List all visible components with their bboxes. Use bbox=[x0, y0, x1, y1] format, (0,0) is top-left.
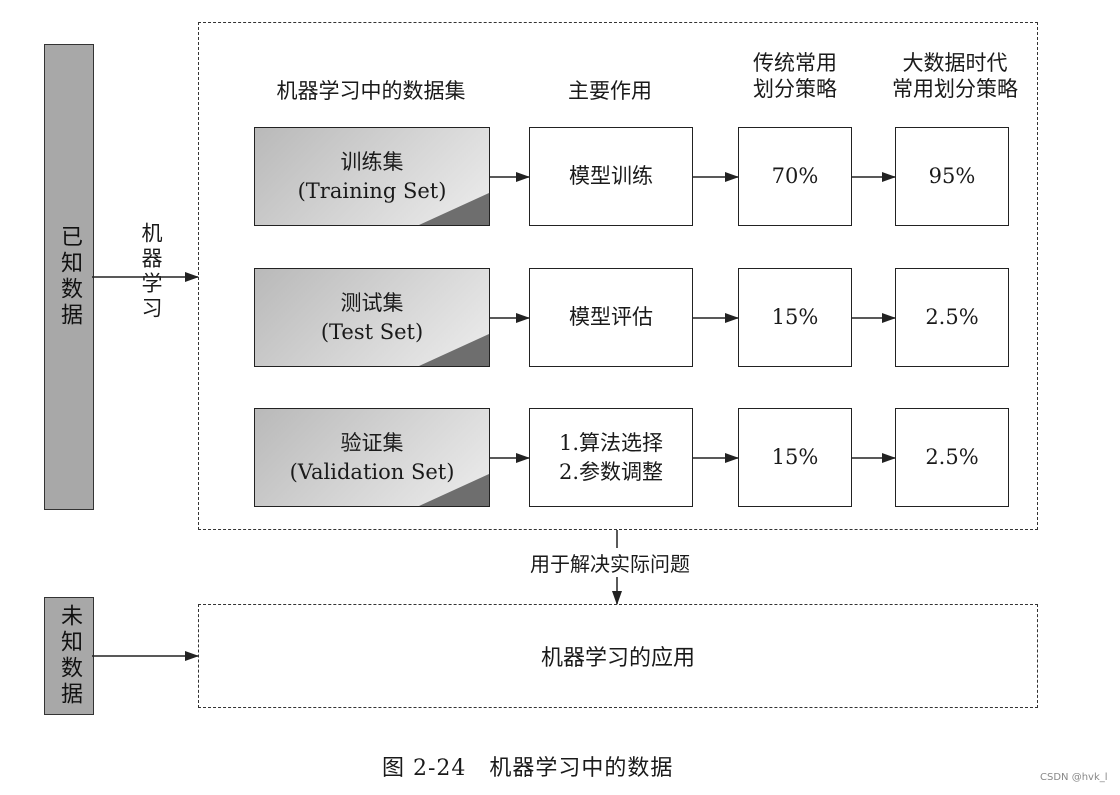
role-box-training: 模型训练 bbox=[529, 127, 693, 226]
role-line1: 1.算法选择 bbox=[558, 431, 664, 456]
corner-shade bbox=[419, 334, 489, 366]
figure-caption: 图 2-24 机器学习中的数据 bbox=[382, 756, 674, 781]
dataset-name-en: (Validation Set) bbox=[289, 459, 455, 484]
traditional-value: 15% bbox=[771, 445, 819, 470]
traditional-value: 70% bbox=[771, 164, 819, 189]
role-box-validation: 1.算法选择 2.参数调整 bbox=[529, 408, 693, 507]
dataset-name: 测试集 bbox=[340, 291, 404, 316]
traditional-box-test: 15% bbox=[738, 268, 852, 367]
dataset-name-en: (Test Set) bbox=[320, 319, 424, 344]
dataset-box-test: 测试集 (Test Set) bbox=[254, 268, 490, 367]
header-bigdata: 大数据时代 常用划分策略 bbox=[870, 50, 1040, 103]
header-bigdata-line2: 常用划分策略 bbox=[892, 77, 1018, 102]
header-bigdata-line1: 大数据时代 bbox=[902, 51, 1008, 75]
unknown-data-label: 未知数据 bbox=[57, 604, 82, 708]
bigdata-value: 2.5% bbox=[925, 445, 979, 470]
traditional-box-training: 70% bbox=[738, 127, 852, 226]
role-line1: 模型评估 bbox=[569, 305, 653, 330]
dataset-name: 验证集 bbox=[340, 431, 404, 456]
dataset-name-en: (Training Set) bbox=[297, 178, 447, 203]
application-label: 机器学习的应用 bbox=[540, 646, 695, 671]
bigdata-value: 2.5% bbox=[925, 305, 979, 330]
dataset-box-training: 训练集 (Training Set) bbox=[254, 127, 490, 226]
bigdata-value: 95% bbox=[928, 164, 976, 189]
header-traditional-line1: 传统常用 bbox=[753, 51, 837, 75]
traditional-value: 15% bbox=[771, 305, 819, 330]
known-data-box: 已知数据 bbox=[44, 44, 94, 510]
apply-label: 用于解决实际问题 bbox=[526, 548, 694, 577]
credit-watermark: CSDN @hvk_l bbox=[1040, 772, 1108, 783]
header-datasets: 机器学习中的数据集 bbox=[276, 79, 466, 103]
machine-learning-label: 机器学习 bbox=[139, 222, 163, 322]
dataset-name: 训练集 bbox=[340, 150, 404, 175]
role-line2: 2.参数调整 bbox=[558, 459, 664, 484]
header-role: 主要作用 bbox=[568, 79, 652, 103]
corner-shade bbox=[419, 193, 489, 225]
known-data-label: 已知数据 bbox=[57, 225, 82, 329]
dataset-box-validation: 验证集 (Validation Set) bbox=[254, 408, 490, 507]
traditional-box-validation: 15% bbox=[738, 408, 852, 507]
unknown-data-box: 未知数据 bbox=[44, 597, 94, 715]
header-traditional-line2: 划分策略 bbox=[753, 77, 837, 102]
bigdata-box-training: 95% bbox=[895, 127, 1009, 226]
role-box-test: 模型评估 bbox=[529, 268, 693, 367]
header-traditional: 传统常用 划分策略 bbox=[730, 50, 860, 103]
corner-shade bbox=[419, 474, 489, 506]
bigdata-box-test: 2.5% bbox=[895, 268, 1009, 367]
role-line1: 模型训练 bbox=[569, 164, 653, 189]
